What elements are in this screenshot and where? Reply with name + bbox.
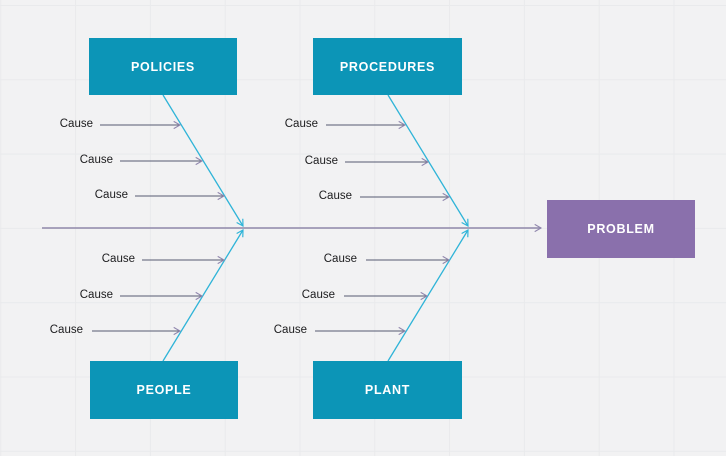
category-label: PEOPLE: [136, 383, 192, 397]
problem-label: PROBLEM: [587, 222, 655, 236]
category-box-policies[interactable]: POLICIES: [89, 38, 237, 95]
cause-label[interactable]: Cause: [94, 189, 128, 201]
problem-box[interactable]: PROBLEM: [547, 200, 695, 258]
cause-label[interactable]: Cause: [79, 154, 113, 166]
cause-label[interactable]: Cause: [49, 324, 83, 336]
category-box-plant[interactable]: PLANT: [313, 361, 462, 419]
cause-label[interactable]: Cause: [101, 253, 135, 265]
category-box-people[interactable]: PEOPLE: [90, 361, 238, 419]
category-box-procedures[interactable]: PROCEDURES: [313, 38, 462, 95]
category-label: POLICIES: [131, 59, 195, 74]
category-label: PLANT: [364, 383, 411, 397]
category-label: PROCEDURES: [339, 59, 436, 74]
cause-label[interactable]: Cause: [79, 289, 113, 301]
cause-label[interactable]: Cause: [59, 118, 93, 130]
cause-label[interactable]: Cause: [301, 289, 335, 301]
cause-label[interactable]: Cause: [273, 324, 307, 336]
cause-label[interactable]: Cause: [318, 190, 352, 202]
cause-label[interactable]: Cause: [284, 118, 318, 130]
branch-line-procedures[interactable]: [387, 94, 469, 228]
cause-label[interactable]: Cause: [323, 253, 357, 265]
cause-label[interactable]: Cause: [304, 155, 338, 167]
